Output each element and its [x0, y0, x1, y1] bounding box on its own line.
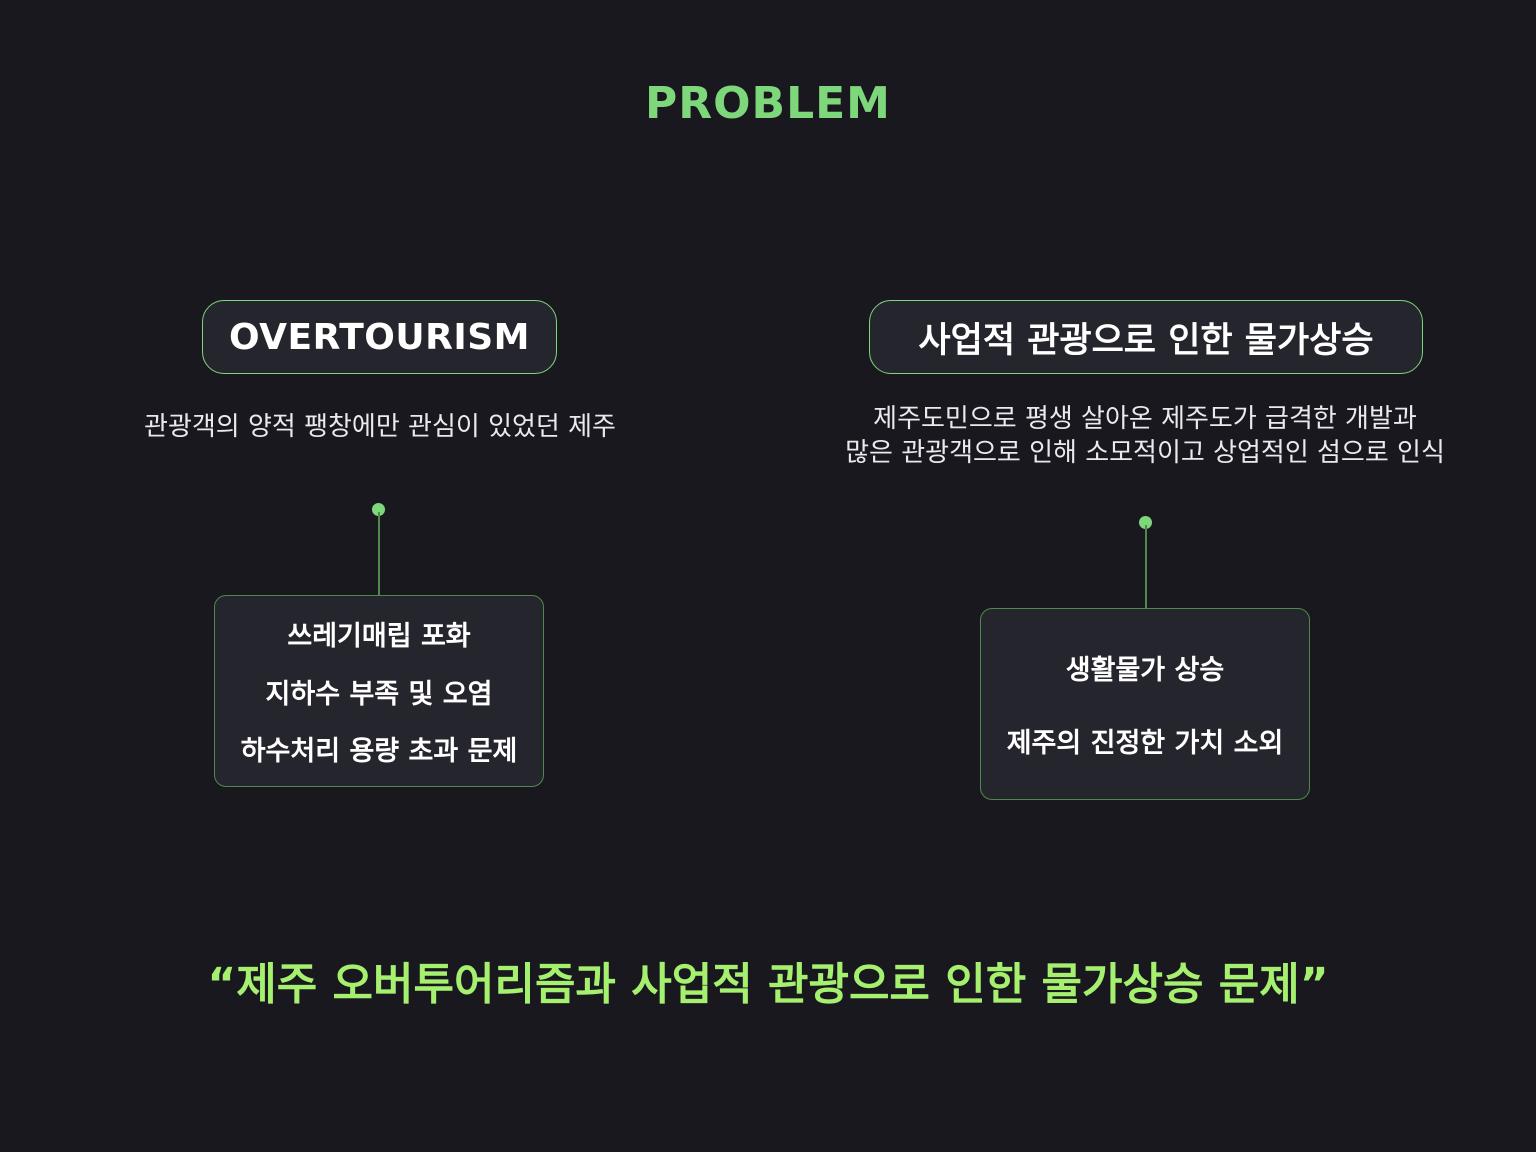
issue-item: 생활물가 상승	[1065, 655, 1225, 686]
overtourism-issues-box: 쓰레기매립 포화 지하수 부족 및 오염 하수처리 용량 초과 문제	[214, 595, 544, 787]
heading-overtourism: OVERTOURISM	[202, 300, 557, 374]
connector-dot-right	[1139, 516, 1152, 529]
issue-item: 지하수 부족 및 오염	[265, 678, 493, 710]
page-title: PROBLEM	[645, 78, 891, 129]
price-rise-description-line2: 많은 관광객으로 인해 소모적이고 상업적인 섬으로 인식	[845, 438, 1445, 468]
connector-line-left	[378, 512, 380, 595]
connector-dot-left	[372, 503, 385, 516]
summary-quote: “제주 오버투어리즘과 사업적 관광으로 인한 물가상승 문제”	[207, 959, 1329, 1010]
price-rise-description: 제주도민으로 평생 살아온 제주도가 급격한 개발과 많은 관광객으로 인해 소…	[780, 402, 1510, 470]
price-rise-description-line1: 제주도민으로 평생 살아온 제주도가 급격한 개발과	[873, 404, 1417, 434]
issue-item: 제주의 진정한 가치 소외	[1006, 728, 1284, 759]
issue-item: 하수처리 용량 초과 문제	[240, 735, 518, 767]
price-rise-issues-box: 생활물가 상승 제주의 진정한 가치 소외	[980, 608, 1310, 800]
overtourism-description: 관광객의 양적 팽창에만 관심이 있었던 제주	[144, 412, 616, 442]
heading-price-rise: 사업적 관광으로 인한 물가상승	[869, 300, 1423, 374]
connector-line-right	[1145, 525, 1147, 608]
issue-item: 쓰레기매립 포화	[287, 621, 471, 653]
